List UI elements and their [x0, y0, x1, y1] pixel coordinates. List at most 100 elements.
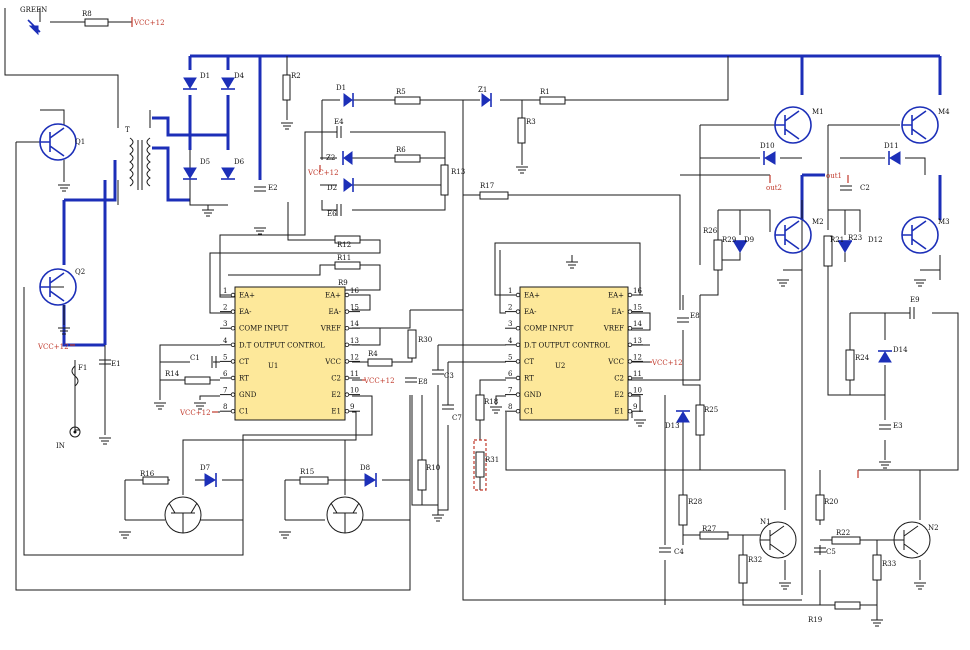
label-r13: R13 [451, 168, 465, 176]
label-r22: R22 [836, 529, 850, 537]
ic-u2-body [519, 286, 629, 421]
label-r23: R23 [848, 234, 862, 242]
ic-pin-name: EA- [239, 308, 252, 316]
ic-pin-number: 2 [223, 304, 227, 312]
ic-pin-dot [627, 392, 633, 397]
label-r5: R5 [396, 88, 406, 96]
ic-pin-dot [230, 326, 236, 331]
label-out2: out2 [766, 184, 782, 192]
ic-pin-number: 15 [633, 304, 642, 312]
label-r30: R30 [418, 336, 432, 344]
label-e8: E8 [690, 312, 700, 320]
ic-pin-number: 5 [508, 353, 512, 361]
ic-pin-name: CT [524, 358, 534, 366]
label-e8-u1: E8 [418, 378, 428, 386]
label-r31: R31 [485, 456, 499, 464]
ic-pin-dot [627, 375, 633, 381]
ic-pin-name: CT [239, 358, 249, 366]
ic-pin-dot [344, 375, 350, 381]
ic-pin-number: 14 [633, 320, 642, 328]
label-e4: E4 [334, 118, 344, 126]
ic-pin-number: 9 [350, 403, 354, 411]
ic-pin-name: D.T OUTPUT CONTROL [524, 341, 610, 349]
ic-pin-number: 4 [223, 337, 228, 345]
label-f1: F1 [78, 364, 87, 372]
ic-pin-number: 9 [633, 403, 637, 411]
label-r20: R20 [824, 498, 838, 506]
ic-pin-dot [344, 359, 350, 364]
ic-pin-dot [230, 409, 236, 414]
ic-pin-number: 10 [350, 387, 359, 395]
ic-pin-dot [230, 359, 236, 364]
label-n2: N2 [928, 524, 939, 532]
ic-pin-dot [627, 359, 633, 364]
ic-pin-dot [230, 375, 236, 381]
ic-pin-number: 2 [508, 304, 512, 312]
label-vcc5: VCC+12 [363, 377, 395, 385]
ic-pin-dot [515, 326, 521, 331]
ic-pin-name: VREF [320, 325, 341, 333]
label-r6: R6 [396, 146, 406, 154]
transistors [39, 106, 939, 559]
ic-pin-name: EA- [524, 308, 537, 316]
label-r29: R29 [722, 236, 736, 244]
label-r33: R33 [882, 560, 896, 568]
ic-pin-name: VCC [324, 358, 341, 366]
label-e2: E2 [268, 184, 278, 192]
label-r8: R8 [82, 10, 92, 18]
ic-pin-number: 13 [350, 337, 359, 345]
label-d1: D1 [200, 72, 210, 80]
ic-pin-number: 8 [223, 403, 227, 411]
label-m4: M4 [938, 108, 950, 116]
label-r4: R4 [368, 350, 378, 358]
ic-pin-name: E1 [331, 408, 341, 416]
ic-pin-number: 7 [508, 387, 512, 395]
ic-pin-name: COMP INPUT [524, 325, 574, 333]
label-m2: M2 [812, 218, 824, 226]
ic-pin-name: GND [524, 391, 542, 399]
ic-pin-dot [344, 326, 350, 331]
ic-pin-name: C1 [524, 408, 534, 416]
ic-pin-number: 12 [633, 353, 642, 361]
component-labels: GREEN R8 VCC+12 D1 D4 D5 D6 T Q1 Q2 VCC+… [20, 6, 950, 624]
label-r1: R1 [540, 88, 550, 96]
label-e6: E6 [327, 210, 337, 218]
label-d9: D9 [744, 236, 754, 244]
label-out1: out1 [826, 172, 842, 180]
label-z1: Z1 [478, 86, 487, 94]
label-d1b: D1 [336, 84, 346, 92]
ic-pin-dot [344, 342, 350, 347]
label-n1: N1 [760, 518, 771, 526]
label-c4: C4 [674, 548, 684, 556]
ic-pin-name: C2 [614, 375, 624, 383]
ic-pin-dot [515, 342, 521, 347]
ic-pin-dot [515, 409, 521, 414]
label-r14: R14 [165, 370, 180, 378]
resistors [84, 18, 882, 610]
ic-pin-name: RT [239, 375, 249, 383]
label-r3: R3 [526, 118, 536, 126]
ic-pin-name: GND [239, 391, 257, 399]
label-d2: D2 [327, 184, 337, 192]
ic-pin-dot [627, 309, 633, 314]
label-m1: M1 [812, 108, 824, 116]
ic-pin-name: E2 [614, 391, 624, 399]
ic-pin-number: 14 [350, 320, 359, 328]
ic-pin-dot [230, 342, 236, 347]
input-jack-icon [69, 426, 81, 438]
label-e3: E3 [893, 422, 903, 430]
label-d11: D11 [884, 142, 899, 150]
label-e1-in: E1 [111, 360, 121, 368]
ic-u1-body [234, 286, 346, 421]
ic-pin-name: C1 [239, 408, 249, 416]
label-vcc: VCC+12 [133, 19, 165, 27]
ic-pin-name: D.T OUTPUT CONTROL [239, 341, 325, 349]
ic-pin-dot [627, 342, 633, 347]
ic-pin-dot [344, 409, 350, 414]
ic-pin-dot [515, 292, 521, 298]
label-d7: D7 [200, 464, 210, 472]
label-c7: C7 [452, 414, 462, 422]
label-r17: R17 [480, 182, 494, 190]
ic-pin-dot [230, 309, 236, 314]
